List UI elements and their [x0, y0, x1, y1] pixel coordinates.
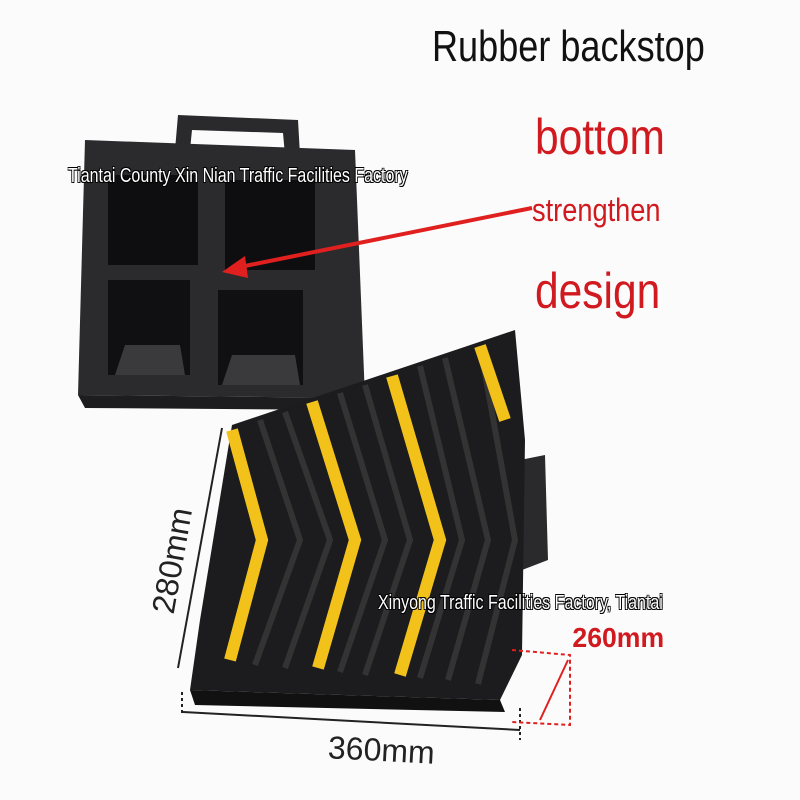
- feature-line-bottom: bottom: [535, 109, 665, 165]
- length-dimension-label: 360mm: [327, 729, 436, 771]
- width-dimension-label: 260mm: [572, 622, 665, 653]
- yellow-chevron-stripe: [224, 428, 269, 662]
- red-arrow: [222, 206, 533, 278]
- feature-line-design: design: [535, 263, 661, 319]
- watermark-bottom: Xinyong Traffic Facilities Factory, Tian…: [378, 592, 663, 614]
- watermark-top: Tiantai County Xin Nian Traffic Faciliti…: [68, 165, 408, 187]
- page-title: Rubber backstop: [432, 22, 705, 71]
- feature-line-strengthen: strengthen: [532, 192, 661, 228]
- yellow-chevron-stripe: [474, 344, 511, 422]
- dimension-lines: [177, 427, 521, 740]
- backstop-bottom-view: [78, 115, 365, 410]
- yellow-chevron-stripe: [306, 400, 362, 670]
- yellow-chevron-stripe: [386, 374, 447, 677]
- width-dimension-box: [511, 649, 571, 727]
- backstop-wedge: [190, 330, 548, 712]
